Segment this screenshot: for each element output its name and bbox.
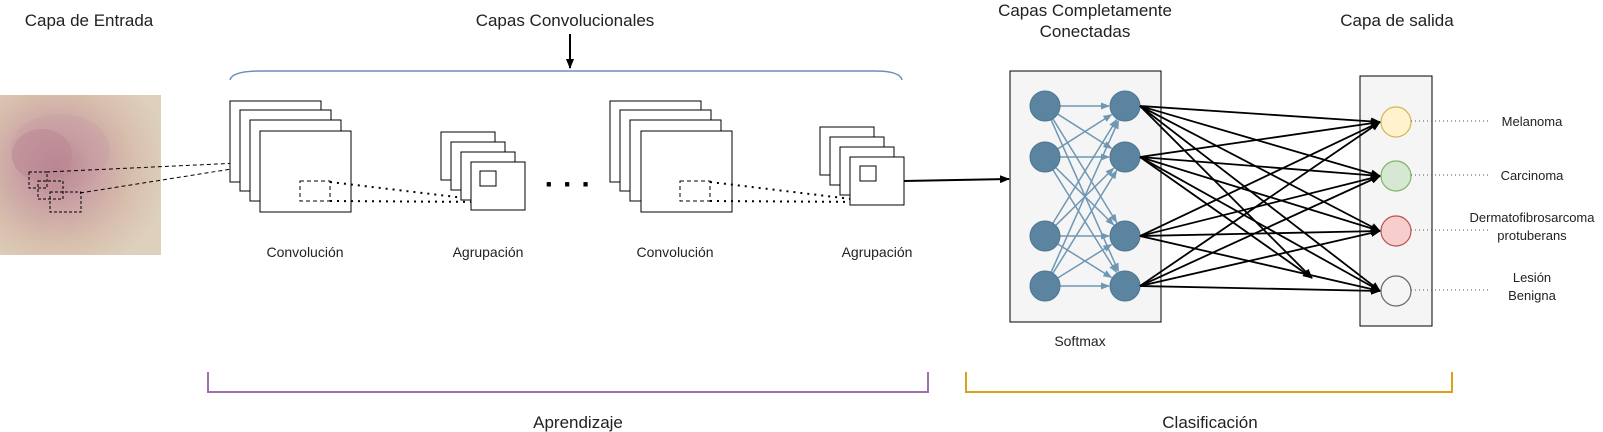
fc-neuron [1029, 141, 1061, 173]
fc-connection [1052, 169, 1118, 274]
classification-bracket [965, 372, 1453, 393]
fc-connection [1050, 119, 1120, 273]
fc-internal-connections [1050, 102, 1120, 290]
to-fc-arrow [903, 175, 1010, 184]
output-connection [1139, 105, 1381, 178]
output-nodes [1380, 106, 1412, 307]
fc-neuron [1029, 90, 1061, 122]
fc-connection [1052, 118, 1118, 224]
output-connection [1139, 105, 1381, 232]
output-connection [1139, 105, 1381, 126]
fc-neuron [1109, 270, 1141, 302]
conv-layers-brace [229, 70, 903, 81]
output-neuron [1380, 106, 1412, 138]
ellipsis: · · · [545, 168, 592, 201]
projection-line [709, 200, 869, 203]
output-connection [1139, 121, 1381, 237]
fc-layers-title-line1: Capas Completamente [998, 1, 1172, 20]
output-connection [1139, 227, 1381, 237]
output-neuron [1380, 215, 1412, 247]
input-layer-title: Capa de Entrada [25, 11, 154, 30]
conv2-feature-maps [609, 100, 733, 213]
output-neuron [1380, 160, 1412, 192]
output-connection [1139, 156, 1381, 233]
conv-layers-title: Capas Convolucionales [476, 11, 655, 30]
fc-connection [1057, 243, 1113, 279]
output-connection [1139, 235, 1381, 293]
output-class-label-line2: Benigna [1508, 288, 1556, 303]
fc-to-output-connections [1139, 105, 1381, 295]
output-class-label: Dermatofibrosarcoma [1470, 210, 1596, 225]
fc-neuron [1109, 90, 1141, 122]
output-class-label: Melanoma [1502, 114, 1563, 129]
pool1-feature-maps [440, 131, 526, 211]
output-neuron [1380, 275, 1412, 307]
output-connection [1139, 174, 1381, 237]
output-connection [1139, 156, 1381, 292]
fc-neuron [1029, 220, 1061, 252]
output-class-label: Lesión [1513, 270, 1551, 285]
projection-line [329, 200, 491, 203]
fc-neuron [1109, 220, 1141, 252]
output-connection [1139, 156, 1313, 279]
classification-label: Clasificación [1162, 413, 1257, 432]
learning-label: Aprendizaje [533, 413, 623, 432]
conv2-label: Convolución [636, 244, 713, 260]
pool1-label: Agrupación [453, 244, 524, 260]
output-connection [1139, 156, 1381, 180]
output-layer-title: Capa de salida [1340, 11, 1454, 30]
output-connection [1139, 105, 1381, 292]
output-class-label-line2: protuberans [1497, 228, 1567, 243]
fc-neuron [1109, 141, 1141, 173]
fc-nodes [1029, 90, 1141, 302]
fc-connection [1057, 113, 1113, 150]
learning-bracket [207, 372, 929, 393]
fc-layers-title-line2: Conectadas [1040, 22, 1131, 41]
fc-neuron [1029, 270, 1061, 302]
output-connection [1139, 119, 1381, 158]
output-connection [1139, 229, 1381, 287]
output-class-label: Carcinoma [1501, 168, 1565, 183]
conv1-label: Convolución [266, 244, 343, 260]
output-connection [1139, 175, 1381, 287]
pool2-feature-maps [819, 126, 905, 206]
output-connection [1139, 285, 1381, 295]
softmax-label: Softmax [1054, 333, 1105, 349]
conv1-feature-maps [229, 100, 352, 213]
output-connection [1139, 121, 1381, 287]
input-lesion-image [0, 95, 161, 255]
output-connection [1139, 105, 1313, 279]
pool2-label: Agrupación [842, 244, 913, 260]
